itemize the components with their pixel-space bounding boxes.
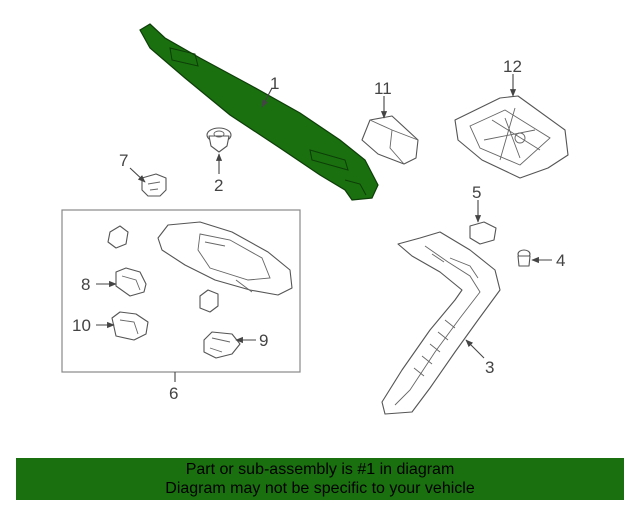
visor-clip-upper: [107, 225, 129, 249]
part-7-clip: [141, 173, 167, 197]
leader-3: [465, 339, 485, 359]
part-1-highlighted: [139, 23, 379, 201]
callout-1: 1: [270, 74, 279, 93]
callout-8: 8: [81, 275, 90, 294]
callout-7: 7: [119, 151, 128, 170]
callout-12: 12: [503, 57, 522, 76]
part-4-bolt: [517, 249, 531, 267]
part-11-housing: [361, 115, 419, 165]
callout-3: 3: [485, 358, 494, 377]
leader-1: [261, 87, 273, 108]
part-8-clip: [115, 267, 147, 297]
part-3-pillar-trim: [381, 231, 501, 415]
part-12-console: [454, 95, 569, 179]
part-info-banner: Part or sub-assembly is #1 in diagram Di…: [16, 458, 624, 500]
callout-10: 10: [72, 316, 91, 335]
sun-visor-group-box: [61, 209, 301, 373]
parts-diagram: 1 2 3 4 5 6 7 8 9 10 11 12: [61, 23, 569, 415]
visor-clip-middle: [199, 289, 219, 313]
callout-4: 4: [556, 251, 565, 270]
part-10-clip: [111, 311, 149, 341]
sun-visor: [157, 221, 293, 296]
callout-9: 9: [259, 331, 268, 350]
callout-6: 6: [169, 384, 178, 403]
callout-5: 5: [472, 183, 481, 202]
banner-line-part: Part or sub-assembly is #1 in diagram: [185, 461, 455, 478]
banner-line-disclaimer: Diagram may not be specific to your vehi…: [165, 480, 475, 497]
part-5-clip: [469, 221, 497, 245]
callout-11: 11: [374, 79, 392, 98]
callout-2: 2: [214, 176, 223, 195]
leader-7: [129, 167, 146, 183]
part-2-clip: [206, 127, 232, 153]
part-9-clip: [203, 331, 241, 359]
